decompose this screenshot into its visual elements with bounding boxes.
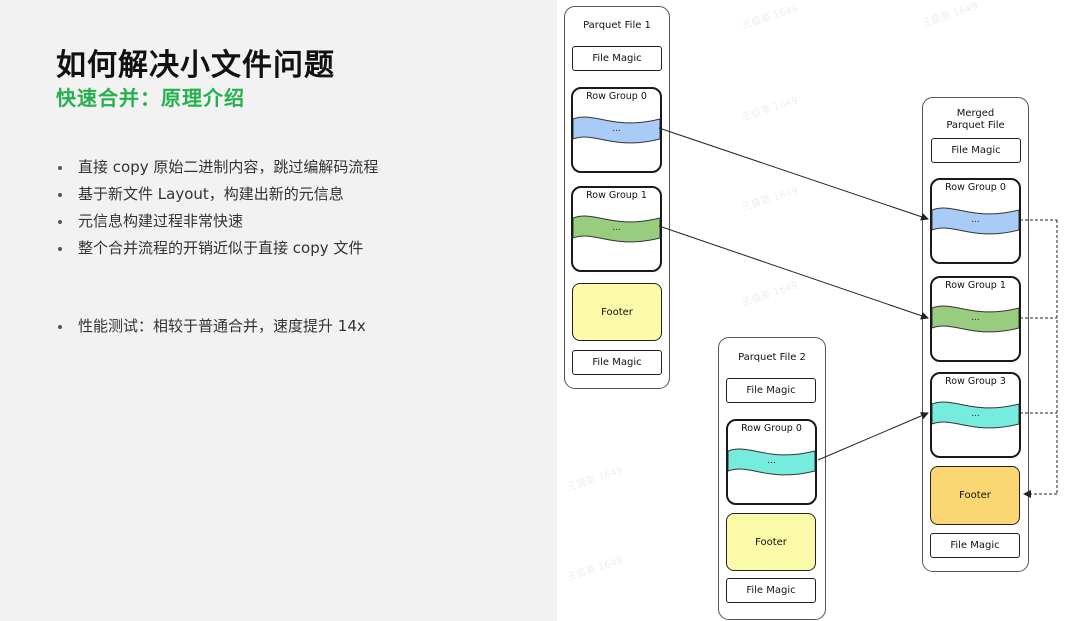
bullet-item: 元信息构建过程非常快速 (56, 208, 378, 235)
row-group-band (573, 116, 660, 144)
row-group-band (573, 215, 660, 243)
slide-title: 如何解决小文件问题 (56, 48, 335, 83)
footer-box: Footer (572, 283, 662, 341)
watermark: 王盛豪 1649 (565, 465, 625, 494)
file-magic-bottom: File Magic (930, 533, 1020, 558)
row-group-content: ... (767, 456, 776, 466)
row-group: Row Group 0 ... (726, 419, 817, 505)
file-magic-bottom: File Magic (726, 578, 816, 603)
row-group: Row Group 0 ... (571, 87, 662, 173)
row-group: Row Group 1 ... (930, 276, 1021, 362)
parquet-file-2-title: Parquet File 2 (738, 352, 806, 363)
row-group-label: Row Group 3 (945, 376, 1006, 387)
file-magic-top: File Magic (726, 378, 816, 403)
file-magic-bottom: File Magic (572, 350, 662, 375)
watermark: 王盛豪 1649 (740, 185, 800, 214)
arrow-file1-rg0-to-merged-rg0 (658, 127, 929, 221)
row-group-content: ... (612, 223, 621, 233)
parquet-file-2: Parquet File 2 File Magic Row Group 0 ..… (718, 337, 826, 620)
file-magic-top: File Magic (931, 138, 1021, 163)
row-group-content: ... (971, 409, 980, 419)
arrow-file1-rg1-to-merged-rg1 (658, 225, 929, 320)
performance-item: 性能测试：相较于普通合并，速度提升 14x (56, 313, 366, 340)
parquet-file-1: Parquet File 1 File Magic Row Group 0 ..… (564, 6, 670, 389)
row-group-label: Row Group 0 (741, 423, 802, 434)
watermark: 王盛豪 1649 (920, 1, 980, 30)
watermark: 王盛豪 1649 (740, 280, 800, 309)
row-group-label: Row Group 1 (945, 280, 1006, 291)
watermark: 王盛豪 1649 (740, 95, 800, 124)
row-group-content: ... (971, 215, 980, 225)
merged-file-title-line2: Parquet File (946, 120, 1005, 131)
parquet-file-1-title: Parquet File 1 (583, 20, 651, 31)
footer-box: Footer (726, 513, 816, 571)
watermark: 王盛豪 1649 (740, 3, 800, 32)
row-group: Row Group 3 ... (930, 372, 1021, 458)
row-group-content: ... (971, 313, 980, 323)
bullet-item: 直接 copy 原始二进制内容，跳过编解码流程 (56, 154, 378, 181)
bullet-list: 直接 copy 原始二进制内容，跳过编解码流程 基于新文件 Layout，构建出… (56, 154, 378, 262)
bullet-item: 基于新文件 Layout，构建出新的元信息 (56, 181, 378, 208)
row-group-band (932, 401, 1019, 429)
watermark: 王盛豪 1649 (565, 555, 625, 584)
row-group-band (932, 207, 1019, 235)
arrow-file2-rg0-to-merged-rg3 (817, 412, 929, 461)
merged-file-title-line1: Merged (956, 108, 995, 119)
file-magic-top: File Magic (572, 46, 662, 71)
merged-footer-box: Footer (930, 466, 1020, 525)
row-group-label: Row Group 0 (945, 182, 1006, 193)
performance-list: 性能测试：相较于普通合并，速度提升 14x (56, 313, 366, 340)
row-group: Row Group 1 ... (571, 186, 662, 272)
row-group: Row Group 0 ... (930, 178, 1021, 264)
text-panel: 如何解决小文件问题 快速合并：原理介绍 直接 copy 原始二进制内容，跳过编解… (0, 0, 557, 621)
row-group-band (932, 305, 1019, 333)
merged-parquet-file: Merged Parquet File File Magic Row Group… (922, 97, 1029, 572)
bullet-item: 整个合并流程的开销近似于直接 copy 文件 (56, 235, 378, 262)
row-group-band (728, 448, 815, 476)
row-group-label: Row Group 1 (586, 190, 647, 201)
row-group-content: ... (612, 124, 621, 134)
row-group-label: Row Group 0 (586, 91, 647, 102)
slide-subtitle: 快速合并：原理介绍 (56, 86, 245, 110)
